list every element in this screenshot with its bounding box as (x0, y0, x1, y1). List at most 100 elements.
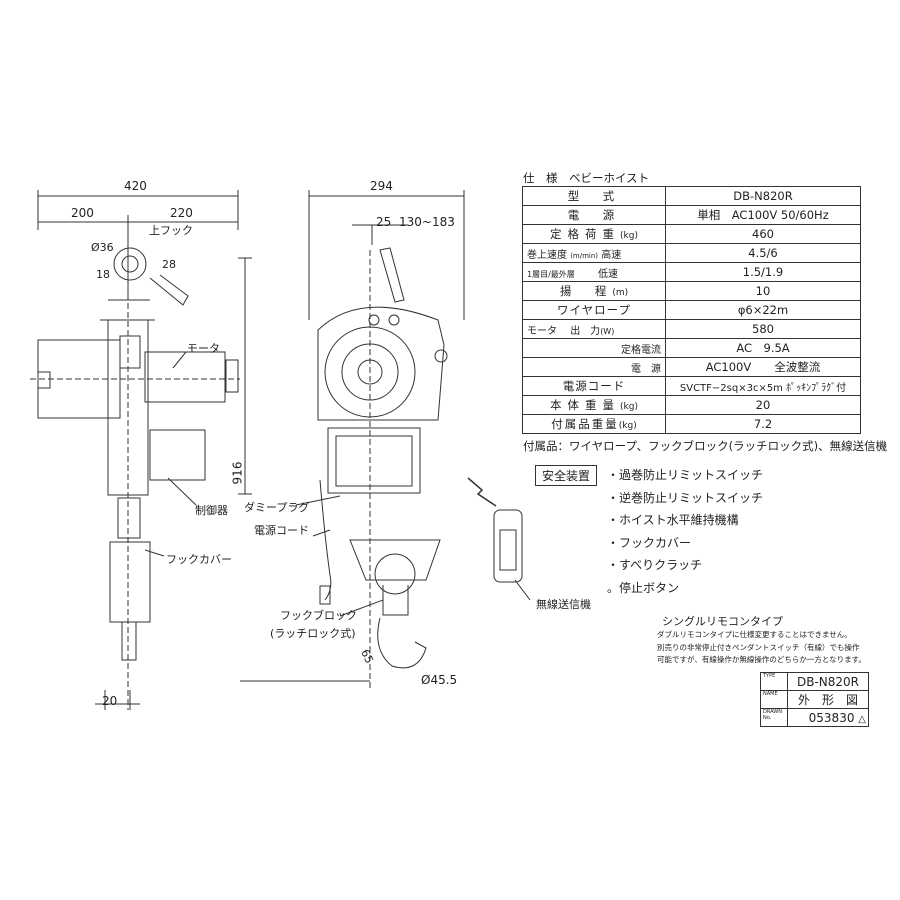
spec-value: 460 (665, 224, 861, 244)
dim-20: 20 (102, 694, 118, 708)
dim-294: 294 (370, 179, 393, 193)
list-item: ・逆巻防止リミットスイッチ (607, 490, 764, 505)
note-line: ダブルリモコンタイプに仕様変更することはできません。 (657, 630, 852, 639)
label-latch: (ラッチロック式) (270, 627, 356, 640)
label-top-hook: 上フック (149, 224, 193, 237)
table-row: NAME 外 形 図 (760, 690, 869, 709)
label-power-cord: 電源コード (254, 524, 309, 537)
label-hook-cover: フックカバー (166, 553, 232, 566)
spec-value: 20 (665, 395, 861, 415)
dim-45: Ø45.5 (421, 673, 458, 687)
spec-value: 580 (665, 319, 861, 339)
spec-subkey: 1層目/最外層 (527, 269, 575, 279)
label-hook-block: フックブロック (280, 609, 357, 622)
spec-subkey: 低速 (597, 268, 618, 280)
remote-note: ダブルリモコンタイプに仕様変更することはできません。 別売りの非常停止付きペンダ… (657, 629, 866, 667)
spec-unit: (kg) (618, 421, 637, 431)
dim-916: 916 (230, 461, 245, 485)
label-transmitter: 無線送信機 (536, 598, 591, 611)
spec-key: 電源コード (522, 376, 666, 396)
table-row: 電 源 単相 AC100V 50/60Hz (522, 205, 861, 225)
spec-subkey: 定格電流 (522, 338, 666, 358)
drawn-number: 053830 (808, 710, 855, 725)
dim-200: 200 (71, 206, 94, 220)
spec-key-rated-load: 定格荷重(kg) (522, 224, 666, 244)
dim-25: 25 (376, 215, 392, 229)
table-row: 付属品重量(kg) 7.2 (522, 414, 861, 434)
dim-130: 130~183 (399, 215, 455, 229)
spec-key-speed: 巻上速度 (m/min) 高速 (522, 243, 666, 263)
spec-key-lift: 揚 程(m) (522, 281, 666, 301)
dim-18: 18 (96, 268, 110, 281)
spec-subkey: 高速 (601, 249, 622, 261)
table-row: モータ 出 力(W) 580 (522, 319, 861, 339)
type-caption: TYPE (760, 672, 788, 691)
spec-unit: (m/min) (570, 251, 599, 260)
safety-list: ・過巻防止リミットスイッチ ・逆巻防止リミットスイッチ ・ホイスト水平維持機構 … (607, 464, 763, 599)
spec-key: 電 源 (522, 205, 666, 225)
spec-unit: (W) (600, 326, 615, 336)
table-row: 定格電流 AC 9.5A (522, 338, 861, 358)
spec-value: AC 9.5A (665, 338, 861, 358)
dim-220: 220 (170, 206, 193, 220)
spec-value: DB-N820R (665, 186, 861, 206)
spec-value: 7.2 (665, 414, 861, 434)
spec-key: 本体重量 (550, 398, 621, 412)
spec-value: 4.5/6 (665, 243, 861, 263)
label-motor: モータ (187, 342, 220, 355)
table-row: TYPE DB-N820R (760, 672, 869, 691)
note-line: 可能ですが、有線操作か無線操作のどちらか一方となります。 (657, 655, 866, 664)
dim-36: Ø36 (91, 241, 114, 254)
spec-unit: (m) (612, 288, 629, 298)
list-item: ・ホイスト水平維持機構 (607, 513, 739, 527)
table-row: ワイヤロープ φ6×22m (522, 300, 861, 320)
spec-key: 定格荷重 (550, 227, 621, 241)
label-controller: 制御器 (195, 504, 228, 517)
name-caption: NAME (760, 690, 788, 709)
name-value: 外 形 図 (787, 690, 869, 709)
table-row: DRAWN No. 053830 △ (760, 708, 869, 727)
table-row: 巻上速度 (m/min) 高速 4.5/6 (522, 243, 861, 263)
spec-key: 型 式 (522, 186, 666, 206)
table-row: 型 式 DB-N820R (522, 186, 861, 206)
spec-value: 1.5/1.9 (665, 262, 861, 282)
drawn-caption: DRAWN No. (760, 708, 788, 727)
drawn-value: 053830 △ (787, 708, 869, 727)
spec-value: 10 (665, 281, 861, 301)
spec-unit: (kg) (620, 231, 638, 241)
spec-value: φ6×22m (665, 300, 861, 320)
accessories-note: 付属品：ワイヤロープ、フックブロック(ラッチロック式)、無線送信機 (523, 439, 888, 453)
label-dummy-plug: ダミープラグ (244, 501, 310, 514)
table-row: 電源コード SVCTF−2sq×3c×5m ﾎﾟｯｷﾝﾌﾟﾗｸﾞ付 (522, 376, 861, 396)
title-block: TYPE DB-N820R NAME 外 形 図 DRAWN No. 05383… (760, 672, 869, 727)
list-item: ・過巻防止リミットスイッチ (607, 468, 764, 482)
spec-key-motor: モータ 出 力(W) (522, 319, 666, 339)
spec-key: 巻上速度 (527, 249, 567, 261)
revision-triangle-icon: △ (858, 713, 866, 725)
spec-subkey: 電 源 (522, 357, 666, 377)
spec-value: AC100V 全波整流 (665, 357, 861, 377)
spec-unit: (kg) (620, 402, 638, 412)
table-row: 揚 程(m) 10 (522, 281, 861, 301)
spec-key-speed-low: 1層目/最外層 低速 (522, 262, 666, 282)
spec-key-weight: 本体重量(kg) (522, 395, 666, 415)
safety-title: 安全装置 (535, 465, 598, 486)
spec-value: SVCTF−2sq×3c×5m ﾎﾟｯｷﾝﾌﾟﾗｸﾞ付 (665, 376, 861, 396)
spec-key-acc-weight: 付属品重量(kg) (522, 414, 666, 434)
spec-key: ワイヤロープ (522, 300, 666, 320)
list-item: ・フックカバー (607, 535, 692, 550)
remote-note-title: シングルリモコンタイプ (662, 615, 783, 628)
spec-key: 揚 程 (559, 284, 613, 298)
spec-key: 付属品重量 (551, 417, 619, 431)
spec-value: 単相 AC100V 50/60Hz (665, 205, 861, 225)
note-line: 別売りの非常停止付きペンダントスイッチ（有線）でも操作 (657, 642, 860, 652)
table-row: 本体重量(kg) 20 (522, 395, 861, 415)
spec-header: 仕 様 ベビーホイスト (523, 171, 650, 185)
table-row: 1層目/最外層 低速 1.5/1.9 (522, 262, 861, 282)
table-row: 定格荷重(kg) 460 (522, 224, 861, 244)
table-row: 電 源 AC100V 全波整流 (522, 357, 861, 377)
type-value: DB-N820R (787, 672, 869, 691)
list-item: ・すべりクラッチ (607, 558, 703, 572)
spec-table: 型 式 DB-N820R 電 源 単相 AC100V 50/60Hz 定格荷重(… (522, 186, 861, 434)
